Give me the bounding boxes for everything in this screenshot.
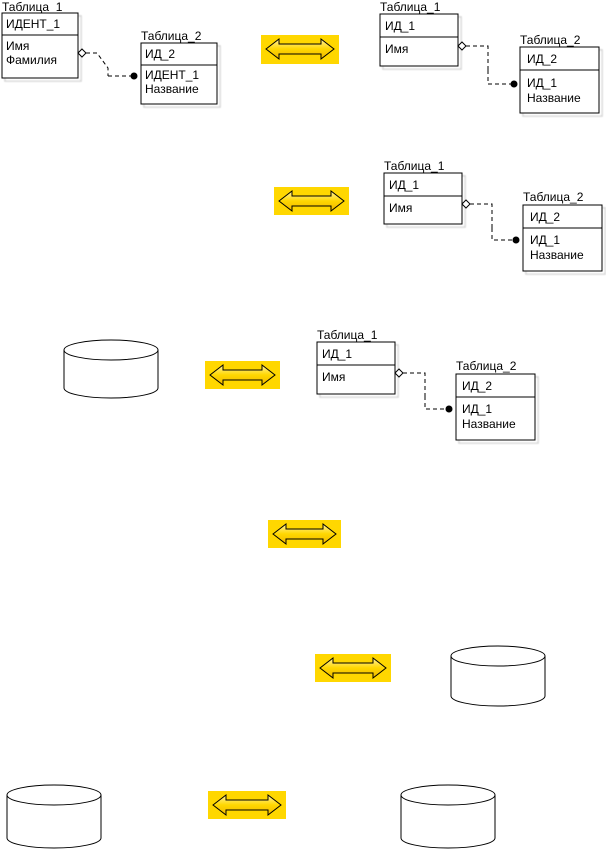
relation-line-3 bbox=[394, 368, 453, 413]
table-2-title: Таблица_2 bbox=[141, 29, 202, 43]
row-4 bbox=[268, 520, 341, 548]
table-2-id: Таблица_2 ИД_2 ИД_1 Название bbox=[519, 33, 600, 114]
relation-line-1b bbox=[457, 41, 518, 88]
key-field-ident-1: ИДЕНТ_1 bbox=[6, 17, 60, 31]
database-cylinder bbox=[63, 339, 159, 399]
double-arrow-1 bbox=[261, 35, 339, 64]
key-field-id-1: ИД_1 bbox=[322, 347, 352, 361]
double-arrow-2 bbox=[274, 187, 349, 215]
table-2-title: Таблица_2 bbox=[520, 33, 581, 47]
key-field-id-1: ИД_1 bbox=[385, 19, 415, 33]
row-3: Таблица_1 ИД_1 Имя Таблица_2 ИД_2 ИД_1 Н… bbox=[63, 328, 536, 441]
relation-line-2 bbox=[461, 199, 520, 244]
double-arrow-4 bbox=[268, 520, 341, 548]
database-cylinder bbox=[400, 784, 496, 849]
key-field-id-2: ИД_2 bbox=[145, 47, 175, 61]
relation-line-1a bbox=[77, 48, 138, 80]
key-field-id-2: ИД_2 bbox=[462, 379, 492, 393]
database-cylinder bbox=[450, 645, 546, 707]
field-ident-1: ИДЕНТ_1 bbox=[145, 68, 199, 82]
field-name: Имя bbox=[389, 201, 412, 215]
field-id-1: ИД_1 bbox=[527, 76, 557, 90]
double-arrow-3 bbox=[205, 361, 280, 389]
table-2-id: Таблица_2 ИД_2 ИД_1 Название bbox=[455, 359, 536, 441]
double-arrow-5 bbox=[315, 654, 391, 682]
field-name: Имя bbox=[6, 39, 29, 53]
table-2-title: Таблица_2 bbox=[523, 190, 584, 204]
table-1-ident: Таблица_1 ИДЕНТ_1 Имя Фамилия bbox=[1, 0, 79, 79]
field-id-1: ИД_1 bbox=[462, 402, 492, 416]
key-field-id-2: ИД_2 bbox=[530, 210, 560, 224]
field-surname: Фамилия bbox=[6, 53, 57, 67]
field-name: Имя bbox=[385, 42, 408, 56]
row-5 bbox=[315, 645, 546, 707]
field-title: Название bbox=[145, 82, 199, 96]
field-title: Название bbox=[530, 248, 584, 262]
row-2: Таблица_1 ИД_1 Имя Таблица_2 ИД_2 ИД_1 Н… bbox=[274, 159, 603, 272]
field-title: Название bbox=[462, 417, 516, 431]
table-2-title: Таблица_2 bbox=[456, 359, 517, 373]
field-title: Название bbox=[527, 91, 581, 105]
table-1-title: Таблица_1 bbox=[2, 0, 63, 14]
table-1-id: Таблица_1 ИД_1 Имя bbox=[316, 328, 396, 395]
key-field-id-1: ИД_1 bbox=[389, 178, 419, 192]
table-1-title: Таблица_1 bbox=[380, 0, 441, 14]
table-1-title: Таблица_1 bbox=[384, 159, 445, 173]
table-2-ident: Таблица_2 ИД_2 ИДЕНТ_1 Название bbox=[140, 29, 218, 105]
double-arrow-6 bbox=[208, 791, 286, 819]
key-field-id-2: ИД_2 bbox=[527, 52, 557, 66]
table-1-title: Таблица_1 bbox=[317, 328, 378, 342]
database-cylinder bbox=[6, 784, 102, 849]
table-1-id: Таблица_1 ИД_1 Имя bbox=[383, 159, 463, 225]
row-1: Таблица_1 ИДЕНТ_1 Имя Фамилия Таблица_2 … bbox=[1, 0, 600, 114]
row-6 bbox=[6, 784, 496, 849]
field-name: Имя bbox=[322, 370, 345, 384]
table-1-id: Таблица_1 ИД_1 Имя bbox=[379, 0, 459, 67]
field-id-1: ИД_1 bbox=[530, 233, 560, 247]
table-2-id: Таблица_2 ИД_2 ИД_1 Название bbox=[522, 190, 603, 272]
